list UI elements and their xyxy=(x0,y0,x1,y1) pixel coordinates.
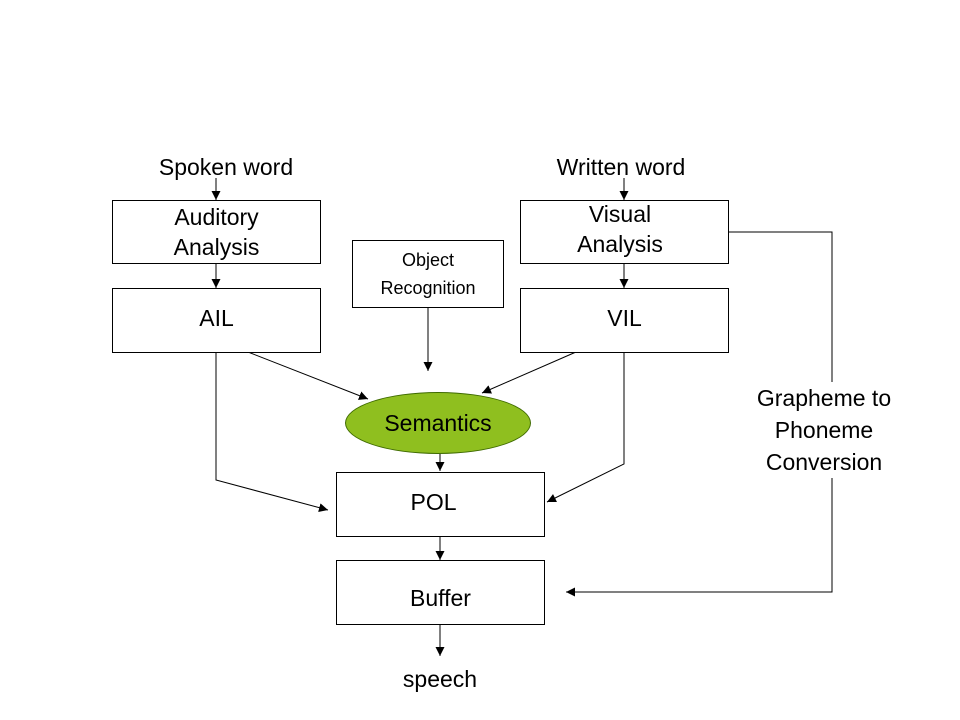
ail-label: AIL xyxy=(199,304,234,331)
auditory-analysis-label: Auditory Analysis xyxy=(173,204,260,260)
ail-box: AIL xyxy=(112,288,321,353)
auditory-analysis-box: Auditory Analysis xyxy=(112,200,321,264)
vil-label: VIL xyxy=(607,304,642,331)
arrow-ail-to-pol xyxy=(215,352,329,513)
semantics-label: Semantics xyxy=(384,410,492,436)
object-recognition-label: Object Recognition xyxy=(380,250,476,298)
buffer-label: Buffer xyxy=(410,584,471,611)
arrow-grapheme-to-buffer xyxy=(566,476,833,597)
arrow-vil-to-semantics xyxy=(481,351,577,394)
speech-label: speech xyxy=(402,666,478,692)
arrow-ail-to-semantics xyxy=(247,351,369,400)
pol-label: POL xyxy=(410,488,457,515)
grapheme-conversion-label: Grapheme to Phoneme Conversion xyxy=(741,382,907,478)
semantics-ellipse: Semantics xyxy=(345,392,531,454)
arrow-vil-to-pol xyxy=(546,352,625,503)
vil-box: VIL xyxy=(520,288,729,353)
line-visual-to-grapheme xyxy=(729,231,833,384)
spoken-word-label: Spoken word xyxy=(158,154,294,180)
visual-analysis-box: Visual Analysis xyxy=(520,200,729,264)
written-word-label: Written word xyxy=(556,154,686,180)
pol-box: POL xyxy=(336,472,545,537)
visual-analysis-label: Visual Analysis xyxy=(577,201,663,257)
buffer-box: Buffer xyxy=(336,560,545,625)
object-recognition-box: Object Recognition xyxy=(352,240,504,308)
